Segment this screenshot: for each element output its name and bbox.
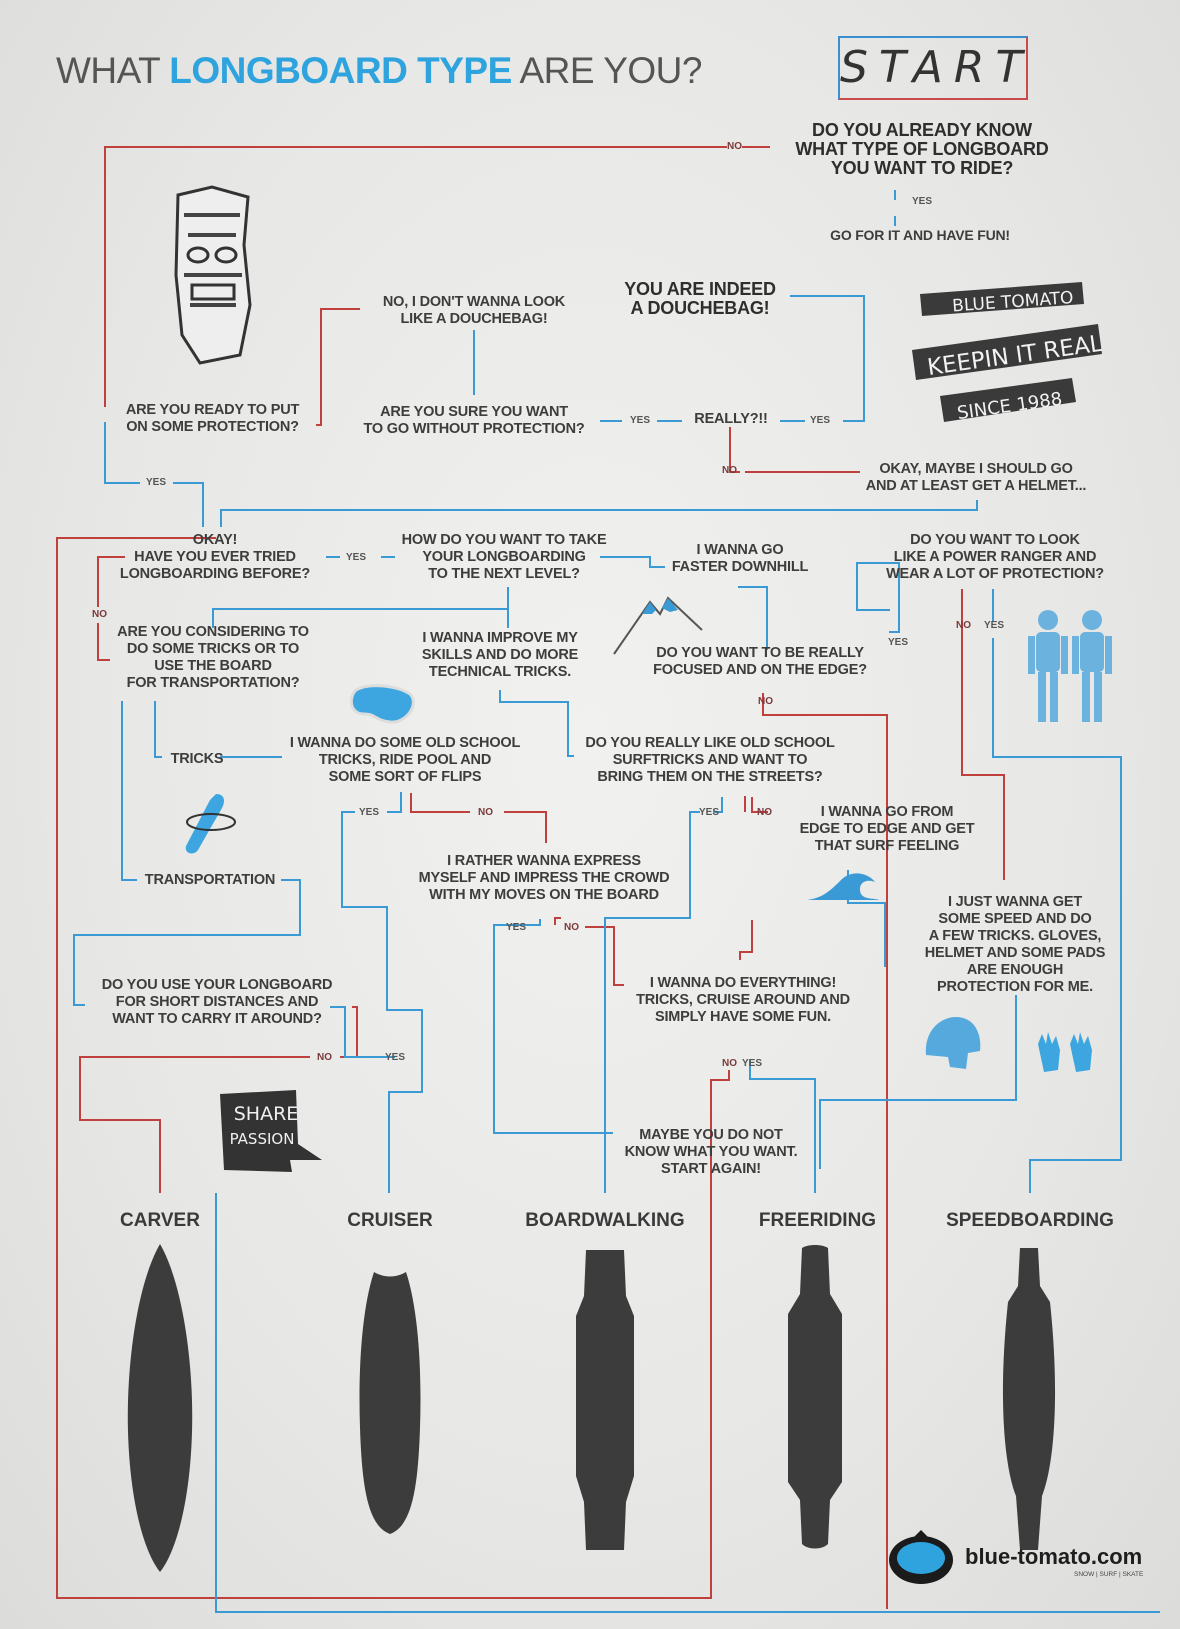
label-no: NO [727, 141, 742, 152]
category-carver[interactable]: CARVER [120, 1210, 200, 1231]
question-next-level: HOW DO YOU WANT TO TAKE YOUR LONGBOARDIN… [401, 532, 607, 582]
keepin-it-real-badge-icon: BLUE TOMATO KEEPIN IT REAL SINCE 1988 [912, 282, 1102, 424]
node-tricks: TRICKS [170, 751, 224, 767]
boardwalking-board-icon [576, 1250, 634, 1550]
label-yes: YES [912, 196, 933, 207]
label-no: NO [564, 922, 579, 933]
label-yes: YES [346, 552, 367, 563]
category-speedboarding[interactable]: SPEEDBOARDING [946, 1210, 1114, 1231]
title-prefix: WHAT [56, 50, 170, 91]
label-yes: YES [984, 620, 1005, 631]
label-yes: YES [385, 1052, 406, 1063]
brand-name[interactable]: blue-tomato.com [965, 1544, 1143, 1569]
label-no: NO [956, 620, 971, 631]
question-sure-no-protection: ARE YOU SURE YOU WANT TO GO WITHOUT PROT… [363, 404, 585, 437]
node-start-again: MAYBE YOU DO NOT KNOW WHAT YOU WANT. STA… [624, 1127, 798, 1177]
pool-icon [350, 684, 415, 724]
speedboarding-board-icon [1002, 1248, 1056, 1550]
node-old-school-tricks: I WANNA DO SOME OLD SCHOOL TRICKS, RIDE … [289, 735, 521, 785]
node-speed-and-tricks: I JUST WANNA GET SOME SPEED AND DO A FEW… [924, 894, 1106, 995]
title-highlight: LONGBOARD TYPE [169, 50, 512, 91]
node-faster-downhill: I WANNA GO FASTER DOWNHILL [671, 542, 809, 575]
label-yes: YES [888, 637, 909, 648]
blue-connectors [73, 190, 1160, 1613]
label-no: NO [317, 1052, 332, 1063]
title-suffix: ARE YOU? [511, 50, 703, 91]
node-go-for-it: GO FOR IT AND HAVE FUN! [830, 227, 1010, 243]
node-no-douchebag: NO, I DON'T WANNA LOOK LIKE A DOUCHEBAG! [382, 294, 566, 327]
share-passion-tag-icon: SHARE PASSION [220, 1090, 322, 1172]
label-no: NO [722, 1058, 737, 1069]
label-no: NO [92, 609, 107, 620]
node-do-everything: I WANNA DO EVERYTHING! TRICKS, CRUISE AR… [636, 975, 850, 1025]
label-yes: YES [506, 922, 527, 933]
question-short-distances: DO YOU USE YOUR LONGBOARD FOR SHORT DIST… [101, 977, 333, 1027]
tiki-mask-icon [174, 185, 252, 365]
helmet-icon [925, 1017, 981, 1069]
node-express-yourself: I RATHER WANNA EXPRESS MYSELF AND IMPRES… [418, 853, 670, 903]
power-ranger-icon [1028, 610, 1112, 722]
start-box[interactable]: START [838, 36, 1028, 100]
label-no: NO [722, 465, 737, 476]
label-no: NO [757, 807, 772, 818]
freeriding-board-icon [788, 1245, 842, 1549]
label-yes: YES [146, 477, 167, 488]
wave-icon [807, 873, 879, 900]
node-transportation: TRANSPORTATION [144, 872, 276, 888]
category-cruiser[interactable]: CRUISER [347, 1210, 433, 1231]
share-line1: SHARE [234, 1103, 299, 1125]
label-yes: YES [630, 415, 651, 426]
cruiser-board-icon [359, 1272, 421, 1534]
node-douchebag: YOU ARE INDEED A DOUCHEBAG! [624, 279, 776, 318]
node-get-helmet: OKAY, MAYBE I SHOULD GO AND AT LEAST GET… [865, 461, 1087, 494]
label-yes: YES [699, 807, 720, 818]
mountain-icon [613, 596, 703, 655]
brand-tagline: SNOW | SURF | SKATE [1074, 1571, 1144, 1578]
node-really: REALLY?!! [694, 411, 768, 427]
question-tricks-or-transport: ARE YOU CONSIDERING TO DO SOME TRICKS OR… [117, 624, 309, 691]
node-edge-to-edge: I WANNA GO FROM EDGE TO EDGE AND GET THA… [799, 804, 975, 854]
label-yes: YES [359, 807, 380, 818]
label-no: NO [478, 807, 493, 818]
label-yes: YES [742, 1058, 763, 1069]
category-freeriding[interactable]: FREERIDING [758, 1210, 877, 1231]
question-tried-before: OKAY! HAVE YOU EVER TRIED LONGBOARDING B… [119, 532, 311, 582]
poster-title: WHAT LONGBOARD TYPE ARE YOU? [56, 50, 702, 92]
question-already-know: DO YOU ALREADY KNOW WHAT TYPE OF LONGBOA… [795, 120, 1049, 178]
gloves-icon [1038, 1032, 1092, 1072]
share-line2: PASSION [230, 1130, 295, 1148]
label-no: NO [758, 696, 773, 707]
node-improve-skills: I WANNA IMPROVE MY SKILLS AND DO MORE TE… [421, 630, 579, 680]
question-power-ranger: DO YOU WANT TO LOOK LIKE A POWER RANGER … [886, 532, 1104, 582]
question-surftricks: DO YOU REALLY LIKE OLD SCHOOL SURFTRICKS… [585, 735, 835, 785]
flip-board-icon [185, 794, 236, 854]
question-protection: ARE YOU READY TO PUT ON SOME PROTECTION? [125, 402, 300, 435]
question-focused-edge: DO YOU WANT TO BE REALLY FOCUSED AND ON … [653, 645, 867, 678]
label-yes: YES [810, 415, 831, 426]
blue-tomato-logo-icon [889, 1530, 953, 1584]
carver-board-icon [127, 1244, 193, 1572]
category-boardwalking[interactable]: BOARDWALKING [525, 1210, 685, 1231]
